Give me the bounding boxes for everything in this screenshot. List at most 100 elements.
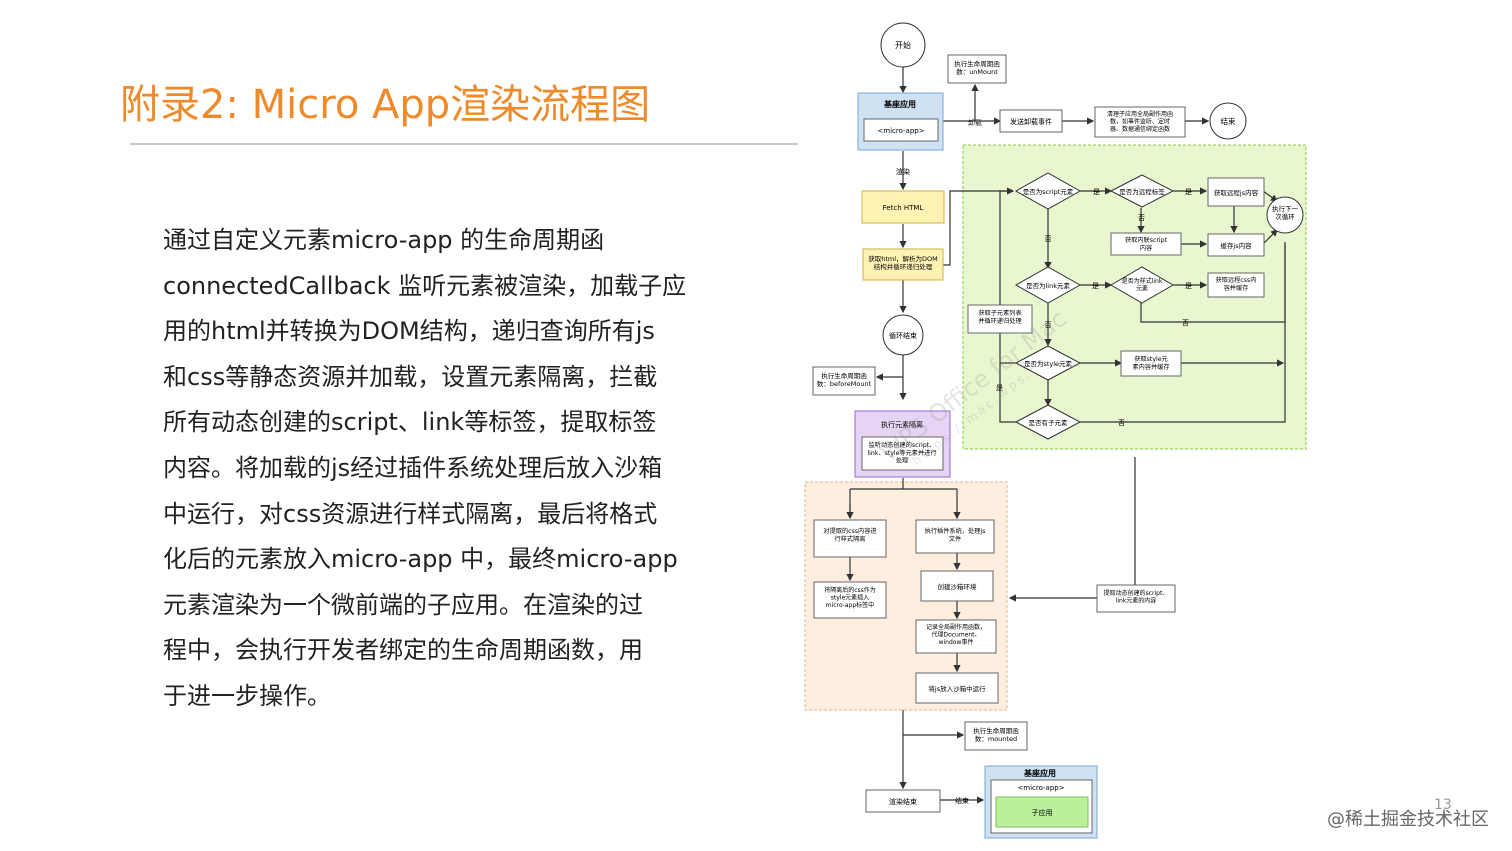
label-line: 行样式隔离	[835, 535, 866, 543]
svg-text:<micro-app>: <micro-app>	[877, 127, 924, 135]
label-line: 结构并循环递归处理	[874, 262, 933, 271]
title-divider	[130, 143, 798, 145]
node-css-isolation: 对提取的css内容进行样式隔离	[813, 519, 887, 558]
label-line: 文件	[949, 535, 961, 543]
svg-text:监听动态创建的script、link、style等元素并进行: 监听动态创建的script、link、style等元素并进行处理	[867, 441, 936, 465]
decision-is-link: 是否为link元素	[1014, 266, 1082, 304]
svg-text:清理子应用全局副作用函数，如事件监听、定时器、数据通信绑定函: 清理子应用全局副作用函数，如事件监听、定时器、数据通信绑定函数	[1107, 110, 1173, 133]
label-line: 是否为样式link	[1122, 277, 1163, 285]
label-render: 渲染	[896, 167, 910, 176]
paragraph-line: 化后的元素放入micro-app 中，最终micro-app	[163, 545, 678, 574]
svg-text:是否为远程标签: 是否为远程标签	[1119, 187, 1165, 196]
label-line: 监听动态创建的script、	[869, 441, 936, 449]
label-yes: 是	[996, 384, 1003, 392]
label-line: micro-app标签中	[826, 601, 874, 609]
svg-text:Fetch HTML: Fetch HTML	[883, 204, 924, 212]
label-line: 记录全局副作用函数，	[926, 623, 986, 631]
svg-text:记录全局副作用函数，代理Document、window事件: 记录全局副作用函数，代理Document、window事件	[926, 623, 986, 646]
svg-text:创建沙箱环境: 创建沙箱环境	[938, 582, 978, 591]
label-line: link元素的内容	[1116, 597, 1157, 605]
label-line: window事件	[939, 638, 974, 646]
label-line: style元素插入	[831, 594, 869, 602]
decision-has-children: 是否有子元素	[1014, 404, 1082, 440]
label-line: 数：unMount	[956, 67, 998, 76]
svg-text:获取子元素列表并循环递归处理: 获取子元素列表并循环递归处理	[978, 309, 1021, 325]
label-line: 数：beforeMount	[817, 379, 872, 388]
label-yes: 是	[1185, 282, 1192, 290]
svg-text:渲染结束: 渲染结束	[889, 797, 917, 806]
node-get-style: 获取style元素内容并缓存	[1120, 350, 1182, 377]
svg-text:基座应用: 基座应用	[1023, 768, 1056, 778]
node-mounted: 执行生命周期函数：mounted	[964, 721, 1028, 751]
svg-text:基座应用: 基座应用	[883, 99, 916, 109]
svg-text:结束: 结束	[1221, 116, 1237, 126]
decision-is-script: 是否为script元素	[1014, 172, 1082, 210]
svg-text:执行下一次循环: 执行下一次循环	[1272, 204, 1299, 221]
node-cache-js: 缓存js内容	[1207, 233, 1265, 257]
node-render-end: 渲染结束	[865, 789, 941, 813]
label-line: 数：mounted	[975, 734, 1017, 743]
paragraph-line: 所有动态创建的script、link等标签，提取标签	[163, 408, 657, 437]
svg-text:执行元素隔离: 执行元素隔离	[881, 420, 923, 429]
node-get-remote-js: 获取远程js内容	[1207, 177, 1265, 207]
label-line: 获取html，解析为DOM	[868, 254, 938, 263]
node-send-unload: 发送卸载事件	[999, 109, 1063, 133]
node-base-app-bottom: 基座应用 <micro-app> 子应用	[984, 765, 1098, 839]
svg-text:是否为script元素: 是否为script元素	[1023, 187, 1074, 196]
node-before-mount: 执行生命周期函数：beforeMount	[812, 366, 876, 396]
paragraph-line: 内容。将加载的js经过插件系统处理后放入沙箱	[163, 453, 663, 482]
label-no: 否	[1045, 235, 1052, 243]
paragraph-line: 元素渲染为一个微前端的子应用。在渲染的过	[163, 590, 643, 619]
node-start: 开始	[880, 22, 926, 68]
node-next-loop: 执行下一次循环	[1266, 196, 1304, 234]
description-paragraph: 通过自定义元素micro-app 的生命周期函 connectedCallbac…	[163, 218, 703, 720]
node-create-sandbox: 创建沙箱环境	[920, 570, 994, 602]
node-get-remote-css: 获取远程css内容并缓存	[1207, 272, 1265, 298]
label-line: link、style等元素并进行	[867, 449, 936, 457]
paragraph-line: 通过自定义元素micro-app 的生命周期函	[163, 226, 605, 254]
page-title: 附录2: Micro App渲染流程图	[120, 82, 651, 128]
label-line: 获取style元	[1134, 355, 1167, 363]
label-no: 否	[1118, 419, 1125, 427]
paragraph-line: 和css等静态资源并加载，设置元素隔离，拦截	[163, 362, 658, 391]
micro-app-render-flowchart: 开始 执行生命周期函数：unMount 基座应用 <micro-app> 卸载 …	[804, 22, 1307, 839]
svg-text:执行生命周期函数：unMount: 执行生命周期函数：unMount	[954, 59, 1000, 76]
credit-label: @稀土掘金技术社区	[1327, 809, 1489, 830]
node-end-top: 结束	[1209, 102, 1247, 140]
svg-text:对提取的css内容进行样式隔离: 对提取的css内容进行样式隔离	[823, 527, 876, 543]
svg-text:<micro-app>: <micro-app>	[1017, 784, 1064, 792]
label-no: 否	[1182, 319, 1189, 327]
label-line: 素内容并缓存	[1132, 363, 1169, 371]
node-loop-end: 循环结束	[882, 314, 924, 356]
label-yes: 是	[1093, 188, 1100, 196]
svg-text:执行生命周期函数：beforeMount: 执行生命周期函数：beforeMount	[817, 371, 872, 388]
node-fetch-html: Fetch HTML	[861, 190, 945, 224]
svg-text:缓存js内容: 缓存js内容	[1220, 241, 1252, 250]
label-line: 执行下一	[1272, 204, 1299, 213]
label-line: 获取子元素列表	[978, 309, 1021, 317]
label-line: 器、数据通信绑定函数	[1110, 125, 1170, 133]
decision-is-style: 是否为style元素	[1014, 345, 1082, 381]
label-line: 并循环递归处理	[978, 317, 1021, 325]
node-base-app-top: 基座应用 <micro-app>	[857, 92, 944, 151]
node-cleanup: 清理子应用全局副作用函数，如事件监听、定时器、数据通信绑定函数	[1094, 106, 1186, 138]
node-record-effects: 记录全局副作用函数，代理Document、window事件	[915, 619, 997, 654]
label-line: 元素	[1136, 285, 1148, 293]
label-line: 获取远程css内	[1216, 276, 1257, 284]
svg-text:是否为style元素: 是否为style元素	[1024, 359, 1073, 368]
label-yes: 是	[1092, 282, 1099, 290]
paragraph-line: 中运行，对css资源进行样式隔离，最后将格式	[163, 499, 658, 528]
label-no: 否	[1138, 214, 1145, 222]
paragraph-line: 用的html并转换为DOM结构，递归查询所有js	[163, 317, 655, 346]
node-run-in-sandbox: 将js放入沙箱中运行	[915, 672, 999, 704]
label-line: 执行插件系统，处理js	[925, 527, 986, 535]
